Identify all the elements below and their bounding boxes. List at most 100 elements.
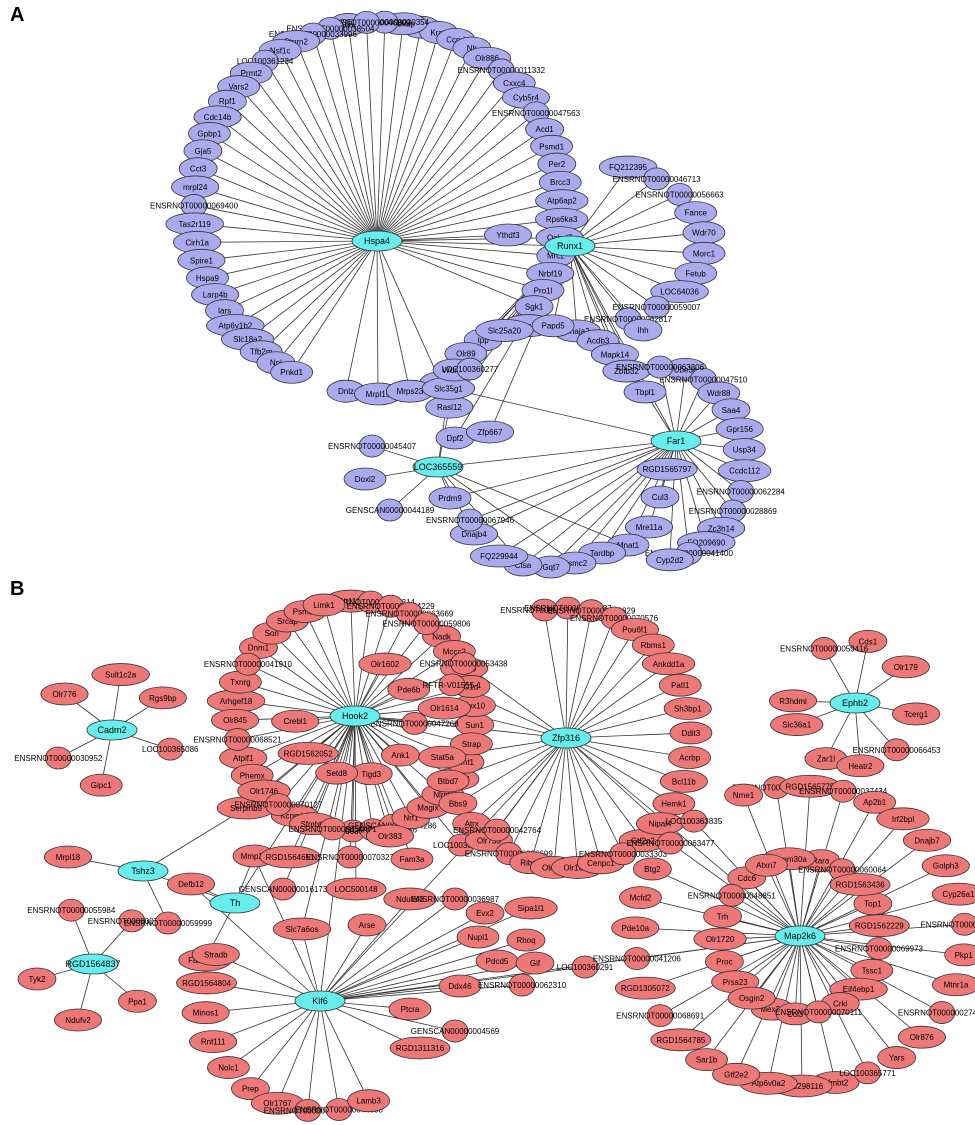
- node-label: Osgin2: [739, 994, 765, 1003]
- edge-kif6-ensrnot00000062310: [319, 984, 523, 1002]
- node-shape: [456, 357, 484, 381]
- panel-label-a: A: [10, 4, 25, 26]
- node-shape: [571, 955, 599, 979]
- node-ensrnot00000037434: ENSRNOT00000037434: [799, 779, 888, 803]
- node-loc100360277: LOC100360277: [442, 357, 499, 381]
- node-rgd1564804: RGD1564804: [176, 971, 237, 995]
- node-label: Prep: [242, 1085, 259, 1094]
- node-ythdf3: Ythdf3: [483, 223, 532, 247]
- node-btbd7: Btbd7: [426, 769, 470, 793]
- node-ensrnot00000034257: ENSRNOT00000034257: [264, 1098, 352, 1122]
- node-rgd1565797: RGD1565797: [636, 457, 698, 481]
- edge-hook2-olr1111: [350, 601, 356, 717]
- node-shape: [270, 360, 314, 384]
- node-label: ENSRNOT00000011337: [524, 604, 612, 613]
- node-label: Gpr156: [726, 425, 753, 434]
- node-shape: [642, 652, 696, 676]
- node-mrpl18: Mrpl18: [44, 845, 93, 869]
- node-label: ENSRNOT00000070135: [88, 917, 177, 926]
- node-osgin2: Osgin2: [727, 986, 776, 1010]
- node-label: Cdc14b: [204, 113, 232, 122]
- node-rgd1311316: RGD1311316: [389, 1036, 451, 1060]
- hub-node-hook2: Hook2: [329, 705, 381, 727]
- node-ensrnot00000046713: ENSRNOT00000046713: [613, 167, 701, 191]
- node-label: Nlr: [467, 44, 478, 53]
- edge-zfp316-hemk1: [565, 737, 675, 805]
- node-ensrnot00000053438: ENSRNOT00000053438: [420, 652, 508, 675]
- node-shape: [921, 854, 970, 878]
- node-label: ENSRNOT00000070576: [570, 614, 659, 623]
- node-label: Ankdd1a: [653, 660, 685, 669]
- node-label: Crebl1: [283, 717, 307, 726]
- node-ensrnot00000068691: ENSRNOT00000068691: [616, 1004, 705, 1028]
- node-heatr2: Heatr2: [836, 754, 885, 778]
- node-label: ENSRNOT00000011332: [458, 66, 546, 75]
- node-label: Kcnmb3: [280, 812, 310, 821]
- node-shape: [836, 754, 885, 778]
- node-shape: [508, 973, 536, 997]
- node-label: Lamb3: [356, 1097, 381, 1106]
- node-dnajb7: Dnajb7: [903, 828, 952, 852]
- node-shape: [469, 544, 529, 568]
- edge-hspa4-vars2: [238, 86, 378, 242]
- node-label: ENSRNOT00000036987: [411, 895, 500, 904]
- node-shape: [848, 629, 888, 653]
- node-label: Olr1111: [337, 597, 364, 606]
- node-label: Hspa4: [364, 236, 390, 246]
- node-usp34: Usp34: [722, 438, 766, 461]
- node-label: Tssc1: [862, 966, 883, 975]
- node-label: RGD1562052: [284, 749, 333, 758]
- node-loc100363835: LOC100363835: [666, 809, 723, 833]
- node-psmd1: Psmd1: [530, 134, 573, 158]
- node-label: FQ229944: [480, 552, 518, 561]
- node-label: Npl: [270, 359, 282, 368]
- node-ank1: Ank1: [381, 743, 420, 767]
- edge-hspa4-pnkd1: [291, 240, 378, 373]
- edge-far1-mre11a: [648, 440, 677, 528]
- node-label: Olr383: [378, 832, 403, 841]
- node-label: Psmc2: [563, 559, 588, 568]
- edge-hspa4-cct3: [198, 168, 378, 242]
- node-label: ENSRNOT00000062310: [478, 981, 567, 990]
- node-shape: [506, 928, 546, 952]
- node-shape: [769, 689, 818, 713]
- node-label: Wdr70: [692, 229, 716, 238]
- node-label: Brcc3: [550, 178, 571, 187]
- node-rgd1564651: RGD1564651: [259, 845, 321, 869]
- node-label: Rara: [812, 857, 830, 866]
- node-shape: [277, 742, 339, 765]
- node-label: Ephb2: [842, 698, 868, 708]
- node-ensrnot00000042764: ENSRNOT00000042764: [453, 818, 542, 842]
- node-label: Dnajb7: [914, 836, 940, 845]
- node-tbpl1: Tbpl1: [623, 380, 667, 404]
- node-label: Sipa1l1: [518, 904, 545, 913]
- node-rhoq: Rhoq: [506, 928, 546, 952]
- hub-node-rgd1564837: RGD1564837: [65, 953, 121, 975]
- node-gpr156: Gpr156: [715, 417, 764, 441]
- edge-far1-ube3a: [675, 369, 686, 442]
- node-label: Ddx46: [448, 982, 472, 991]
- node-label: Olr1641: [563, 863, 592, 872]
- edge-hspa4-sept4: [376, 240, 442, 383]
- node-shape: [829, 779, 857, 803]
- hub-node-th: Th: [209, 892, 261, 914]
- hub-node-tshz3: Tshz3: [117, 860, 169, 882]
- node-shape: [40, 682, 89, 706]
- node-label: GENSCAN00000004569: [411, 1027, 500, 1036]
- node-label: Olr845: [223, 716, 248, 725]
- node-shape: [209, 892, 261, 914]
- edge-hspa4-iars: [224, 240, 378, 311]
- edge-hspa4-npl: [275, 240, 378, 363]
- edge-hspa4-genscan00000030354: [376, 22, 386, 242]
- node-shape: [475, 319, 534, 342]
- node-label: ENSRNOT00000070314: [327, 598, 416, 607]
- node-label: ENSRNOT00000046309: [322, 18, 411, 27]
- node-label: RGD1564785: [656, 1036, 705, 1045]
- node-shape: [450, 732, 493, 756]
- node-acrbp: Acrbp: [668, 746, 711, 769]
- edge-zfp316-ensrnot00000033303: [565, 737, 624, 854]
- node-label: Irf2bpl: [892, 815, 914, 824]
- node-shape: [848, 914, 910, 938]
- node-label: LOC100361234: [237, 57, 294, 66]
- node-label: ENSRNOT00000063600: [732, 784, 821, 793]
